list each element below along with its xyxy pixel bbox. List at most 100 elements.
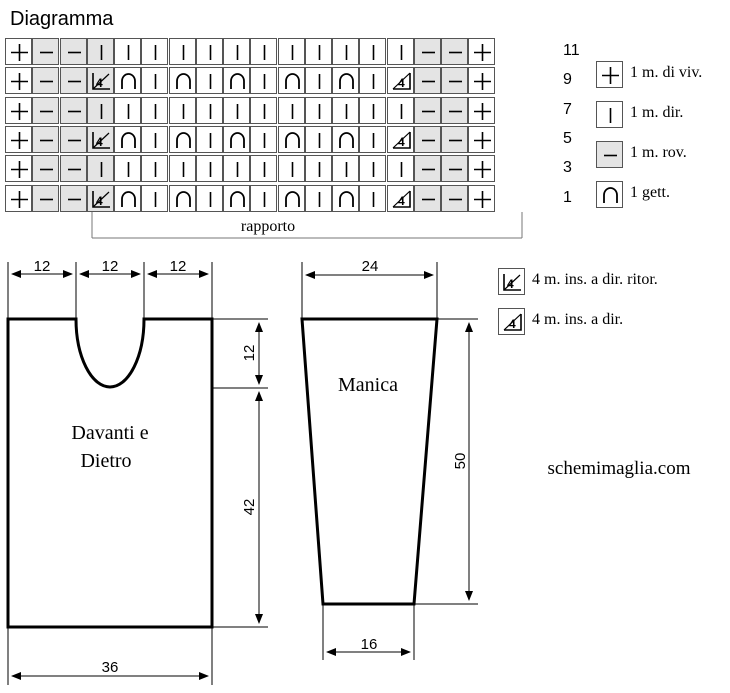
yarn-over-icon [284, 132, 300, 148]
chart-cell [32, 155, 60, 183]
chart-cell [59, 96, 87, 124]
purl-icon [449, 110, 462, 112]
knit-icon [318, 162, 321, 178]
knit-icon [236, 45, 239, 60]
chart-cell [32, 38, 60, 65]
knit-icon [318, 45, 321, 60]
chart-cell [59, 67, 87, 95]
knit-icon [318, 191, 321, 207]
chart-cell [468, 125, 496, 153]
knit-icon [345, 103, 348, 119]
chart-cell [277, 125, 305, 153]
row-number: 9 [563, 71, 572, 89]
knit-icon [100, 103, 103, 119]
chart-cell [223, 67, 250, 95]
knit-icon [154, 162, 157, 178]
sleeve-piece: Manica [300, 317, 439, 606]
knit-icon [209, 191, 212, 207]
purl-icon [449, 51, 462, 54]
chart-cell [250, 184, 278, 212]
knit-icon [372, 45, 375, 60]
dec-right-icon: 4 [392, 190, 411, 208]
chart-cell [114, 38, 141, 65]
knit-icon [154, 74, 157, 90]
knit-icon [127, 45, 130, 60]
chart-cell [441, 67, 468, 95]
knit-icon [209, 103, 212, 119]
yarn-over-icon [230, 132, 245, 148]
diagram-title: Diagramma [10, 8, 114, 30]
dim-sleeve-height: 50 [452, 453, 469, 470]
purl-icon [421, 198, 435, 200]
purl-icon [449, 80, 462, 83]
knit-icon [372, 103, 375, 119]
chart-cell [304, 155, 332, 183]
chart-cell [32, 125, 60, 153]
svg-text:4: 4 [509, 317, 516, 331]
chart-cell [195, 96, 223, 124]
knit-icon [236, 162, 239, 178]
chart-cell [359, 125, 387, 153]
knit-icon [263, 103, 266, 119]
dec-left-icon: 4 [91, 131, 110, 149]
knit-icon [318, 74, 321, 90]
knit-icon [182, 162, 184, 178]
knit-icon [236, 103, 239, 119]
chart-cell [59, 184, 87, 212]
purl-icon [67, 110, 81, 112]
legend-label: 1 m. dir. [630, 104, 684, 121]
knit-icon [263, 45, 266, 60]
chart-cell [250, 125, 278, 153]
knit-icon [318, 132, 321, 148]
svg-text:4: 4 [507, 277, 514, 291]
chart-cell [114, 155, 141, 183]
chart-cell [441, 38, 468, 65]
chart-cell [413, 67, 441, 95]
dec-left-icon: 4 [498, 268, 525, 295]
chart-cell [223, 38, 250, 65]
repeat-bracket: rapporto [91, 212, 523, 239]
chart-cell [223, 184, 250, 212]
knit-icon [400, 45, 402, 60]
plus-icon [474, 44, 492, 61]
chart-cell [32, 184, 60, 212]
chart-cell [250, 155, 278, 183]
knit-icon [291, 103, 293, 119]
chart-cell [223, 155, 250, 183]
chart-cell [332, 67, 359, 95]
chart-cell [195, 155, 223, 183]
dec-right-icon: 4 [392, 131, 411, 149]
chart-cell [86, 96, 114, 124]
chart-cell [5, 67, 32, 95]
chart-cell [441, 125, 468, 153]
chart-cell [114, 184, 141, 212]
chart-cell: 4 [386, 67, 414, 95]
dim-body-width: 36 [102, 659, 119, 676]
chart-cell [359, 67, 387, 95]
svg-text:4: 4 [96, 194, 103, 208]
plus-icon [596, 61, 623, 88]
knit-icon [182, 45, 184, 60]
chart-cell [250, 67, 278, 95]
chart-cell [468, 67, 496, 95]
chart-cell: 4 [386, 125, 414, 153]
plus-icon [11, 131, 28, 149]
chart-cell [5, 125, 32, 153]
purl-icon [421, 51, 435, 54]
knit-icon [263, 74, 266, 90]
knit-icon [263, 191, 266, 207]
chart-cell [332, 184, 359, 212]
chart-cell [386, 38, 414, 65]
body-label-2: Dietro [80, 450, 131, 472]
knit-icon [596, 101, 623, 128]
chart-cell [168, 38, 196, 65]
repeat-label: rapporto [241, 218, 295, 235]
chart-cell [195, 125, 223, 153]
chart-cell [86, 155, 114, 183]
purl-icon [596, 141, 623, 168]
yarn-over-icon [339, 73, 354, 90]
chart-cell [468, 96, 496, 124]
legend-label: 4 m. ins. a dir. ritor. [532, 271, 658, 288]
chart-cell [304, 125, 332, 153]
